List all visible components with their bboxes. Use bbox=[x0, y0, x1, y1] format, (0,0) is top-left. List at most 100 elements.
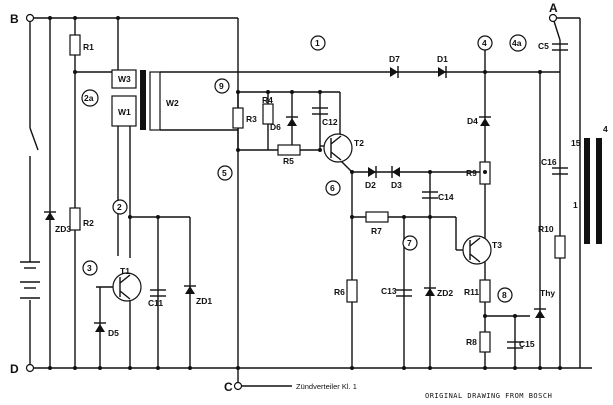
zd3-symbol bbox=[45, 212, 55, 220]
node-7-label: 7 bbox=[407, 238, 412, 248]
d6-label: D6 bbox=[270, 122, 281, 132]
r10-body bbox=[554, 235, 566, 259]
w1-winding bbox=[111, 95, 137, 127]
r6-label: R6 bbox=[334, 287, 345, 297]
r11-label: R11 bbox=[464, 287, 479, 297]
r11-body bbox=[479, 279, 491, 303]
t2-label: T2 bbox=[354, 138, 364, 148]
coil-primary bbox=[584, 138, 590, 244]
d2-symbol bbox=[368, 167, 376, 177]
node-1-marker bbox=[310, 35, 326, 51]
node-4-marker bbox=[477, 35, 493, 51]
d7-symbol bbox=[390, 67, 398, 77]
d3-symbol bbox=[392, 167, 400, 177]
node-2a-label: 2a bbox=[84, 93, 94, 103]
c14-label: C14 bbox=[438, 192, 454, 202]
coil-4-label: 4 bbox=[603, 124, 608, 134]
terminal-d-node bbox=[25, 363, 35, 373]
node-5-marker bbox=[217, 165, 233, 181]
terminal-a-node bbox=[548, 13, 558, 23]
r2-label: R2 bbox=[83, 218, 94, 228]
c15-label: C15 bbox=[519, 339, 535, 349]
d5-symbol bbox=[95, 324, 105, 332]
r7-label: R7 bbox=[371, 226, 382, 236]
node-2a-marker bbox=[81, 89, 99, 107]
terminal-c-label: C bbox=[224, 380, 233, 394]
node-4-label: 4 bbox=[482, 38, 487, 48]
node-9-label: 9 bbox=[219, 81, 224, 91]
w1-label: W1 bbox=[118, 107, 131, 117]
c12-label: C12 bbox=[322, 117, 338, 127]
terminal-a-label: A bbox=[549, 1, 558, 15]
r8-body bbox=[479, 331, 491, 353]
credit-text: ORIGINAL DRAWING FROM BOSCH bbox=[425, 392, 552, 400]
node-9-marker bbox=[214, 78, 230, 94]
c11-label: C11 bbox=[148, 298, 163, 308]
node-4a-label: 4a bbox=[512, 38, 522, 48]
node-markers: 1 2 2a 3 4 4a 5 6 7 8 9 bbox=[81, 34, 527, 303]
junction-dots bbox=[48, 16, 562, 370]
distributor-label: Zündverteiler Kl. 1 bbox=[296, 382, 357, 391]
r8-label: R8 bbox=[466, 337, 477, 347]
node-5-label: 5 bbox=[222, 168, 227, 178]
transistors: T1 T2 T3 bbox=[112, 133, 502, 302]
coil-1-label: 1 bbox=[573, 200, 578, 210]
r7-body bbox=[365, 211, 389, 223]
node-7-marker bbox=[402, 235, 418, 251]
node-2-label: 2 bbox=[117, 202, 122, 212]
thy-label: Thy bbox=[540, 288, 555, 298]
coil-15-label: 15 bbox=[571, 138, 581, 148]
node-2-marker bbox=[112, 199, 128, 215]
d1-symbol bbox=[438, 67, 446, 77]
r3-label: R3 bbox=[246, 114, 257, 124]
w3-winding bbox=[111, 69, 137, 89]
d2-label: D2 bbox=[365, 180, 376, 190]
terminal-b-node bbox=[25, 13, 35, 23]
w3-label: W3 bbox=[118, 74, 131, 84]
r6-body bbox=[346, 279, 358, 303]
transformer-core bbox=[140, 70, 146, 130]
node-8-marker bbox=[497, 287, 513, 303]
r1-label: R1 bbox=[83, 42, 94, 52]
c16-label: C16 bbox=[541, 157, 557, 167]
diodes: D7 D1 D4 D2 D3 D5 D6 ZD1 ZD2 ZD3 bbox=[44, 54, 555, 338]
coil-secondary bbox=[596, 138, 602, 244]
c5-label: C5 bbox=[538, 41, 549, 51]
node-6-label: 6 bbox=[330, 183, 335, 193]
node-3-marker bbox=[82, 260, 98, 276]
d4-label: D4 bbox=[467, 116, 478, 126]
node-3-label: 3 bbox=[87, 263, 92, 273]
d5-label: D5 bbox=[108, 328, 119, 338]
r4-label: R4 bbox=[262, 95, 273, 105]
terminal-d-label: D bbox=[10, 362, 19, 376]
r2-body bbox=[69, 207, 81, 231]
zd2-label: ZD2 bbox=[437, 288, 453, 298]
d1-label: D1 bbox=[437, 54, 448, 64]
node-8-label: 8 bbox=[502, 290, 507, 300]
d3-label: D3 bbox=[391, 180, 402, 190]
terminal-b-label: B bbox=[10, 12, 19, 26]
r9-label: R9 bbox=[466, 168, 477, 178]
zd1-label: ZD1 bbox=[196, 296, 212, 306]
w2-label: W2 bbox=[166, 98, 179, 108]
terminal-c-node bbox=[233, 381, 243, 391]
ignition-coil: 15 1 4 bbox=[571, 124, 608, 244]
t3-label: T3 bbox=[492, 240, 502, 250]
r5-body bbox=[277, 144, 301, 156]
r10-label: R10 bbox=[538, 224, 554, 234]
capacitors: C5 C11 C12 C13 C14 C15 C16 bbox=[148, 41, 568, 349]
zd1-symbol bbox=[185, 286, 195, 294]
node-4a-marker bbox=[509, 34, 527, 52]
r3-body bbox=[232, 107, 244, 129]
c13-label: C13 bbox=[381, 286, 397, 296]
d4-symbol bbox=[480, 118, 490, 126]
zd3-label: ZD3 bbox=[55, 224, 71, 234]
r4-body bbox=[262, 103, 274, 125]
transformer: W3 W1 W2 bbox=[111, 69, 179, 131]
battery-symbol bbox=[20, 261, 40, 299]
node-1-label: 1 bbox=[315, 38, 320, 48]
r1-body bbox=[69, 34, 81, 56]
node-6-marker bbox=[325, 180, 341, 196]
r5-label: R5 bbox=[283, 156, 294, 166]
